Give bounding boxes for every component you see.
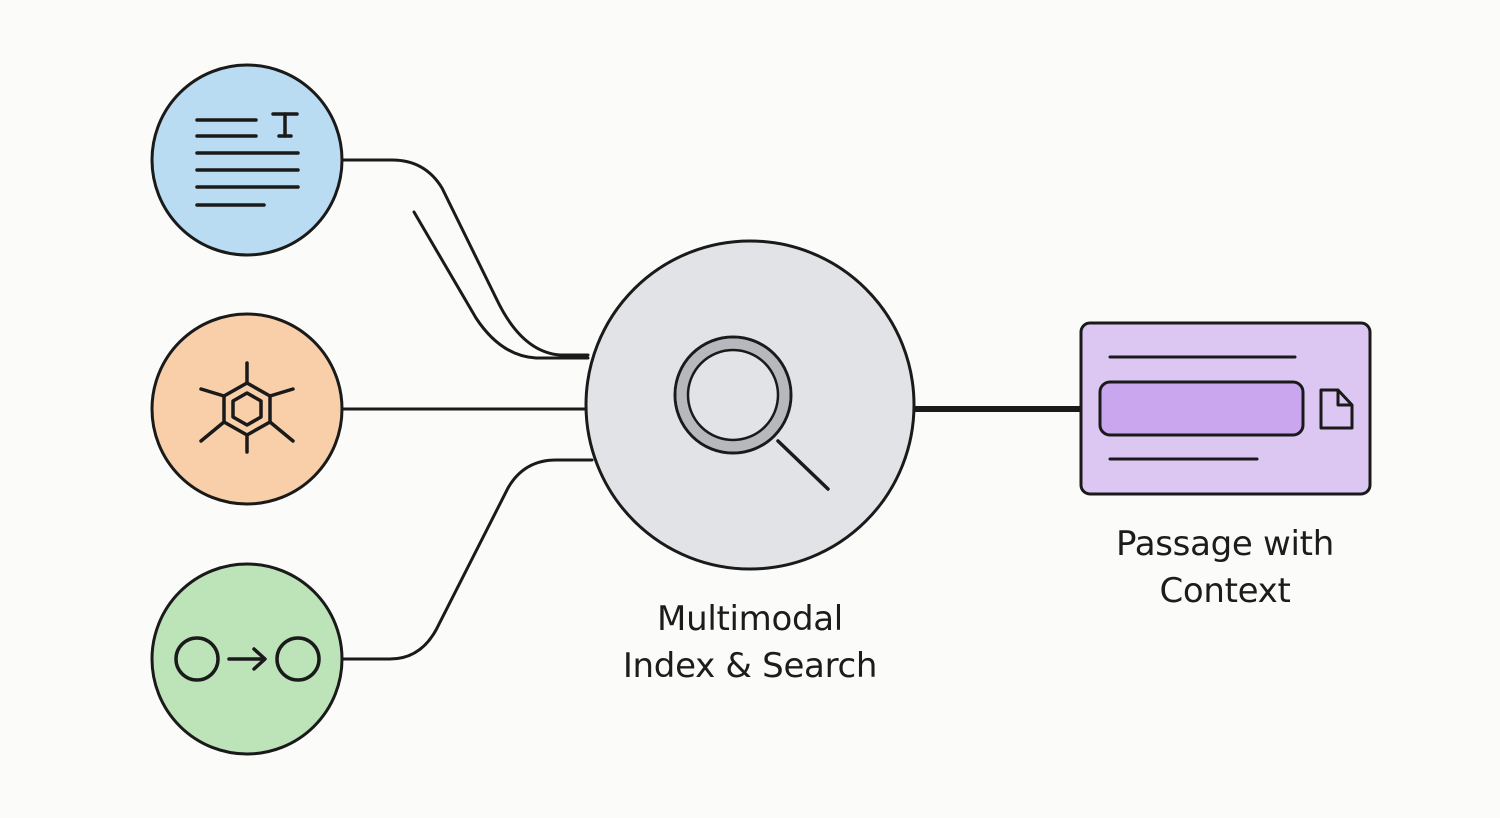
search-node <box>584 239 916 571</box>
output-label-line-2: Context <box>1159 571 1291 611</box>
search-node-label: Multimodal Index & Search <box>560 596 940 690</box>
process-input-node <box>150 562 344 756</box>
output-label-line-1: Passage with <box>1116 524 1334 564</box>
text-input-circle <box>150 63 344 257</box>
text-document-icon <box>195 112 300 207</box>
connector-text-to-search <box>340 158 590 357</box>
connector-text-to-search-secondary <box>412 210 590 360</box>
output-card <box>1079 321 1372 496</box>
connectors <box>340 158 1084 661</box>
molecule-input-circle <box>150 312 344 506</box>
connector-process-to-search <box>340 458 594 661</box>
output-highlight-bar <box>1098 380 1305 437</box>
file-icon <box>1319 388 1354 430</box>
text-input-node <box>150 63 344 257</box>
molecule-icon <box>199 361 295 454</box>
circle-arrow-circle-icon <box>174 636 321 682</box>
magnifier-icon <box>673 335 830 491</box>
search-label-line-2: Index & Search <box>622 646 878 686</box>
molecule-input-node <box>150 312 344 506</box>
search-label-line-1: Multimodal <box>657 599 843 639</box>
output-card-label: Passage with Context <box>1045 521 1405 615</box>
search-circle <box>584 239 916 571</box>
